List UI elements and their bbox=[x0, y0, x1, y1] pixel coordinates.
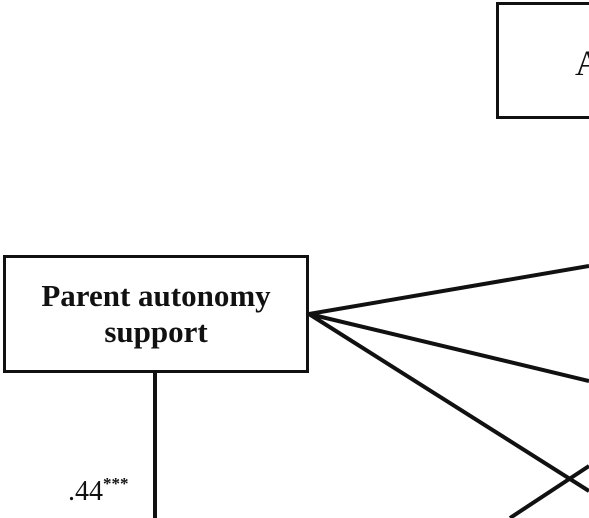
path-parent-to-right-lower bbox=[307, 312, 589, 493]
node-parent-autonomy-support-label: Parent autonomy support bbox=[41, 278, 270, 350]
coefficient-value: .44 bbox=[68, 476, 103, 507]
node-top-right-label: A bbox=[575, 43, 589, 83]
path-crossing-bottom-right bbox=[508, 464, 589, 518]
node-label-line-1: Parent autonomy bbox=[41, 278, 271, 313]
node-label-line-2: support bbox=[104, 314, 208, 349]
node-parent-autonomy-support: Parent autonomy support bbox=[3, 255, 309, 373]
path-parent-to-right-upper bbox=[308, 264, 589, 316]
path-coefficient-label: .44*** bbox=[68, 468, 129, 508]
node-top-right-partial: A bbox=[496, 2, 589, 119]
path-parent-to-right-middle bbox=[308, 312, 589, 383]
significance-stars: *** bbox=[103, 474, 129, 493]
